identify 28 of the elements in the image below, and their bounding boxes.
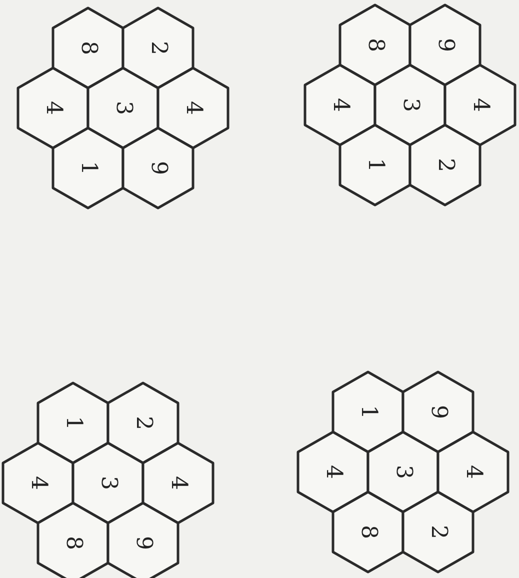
digit: 8 bbox=[60, 535, 87, 552]
digit: 8 bbox=[362, 37, 389, 54]
digit: 4 bbox=[467, 97, 494, 114]
digit: 4 bbox=[320, 464, 347, 481]
digit: 8 bbox=[355, 524, 382, 541]
digit: 2 bbox=[432, 157, 459, 174]
digit: 9 bbox=[432, 37, 459, 54]
digit: 3 bbox=[397, 97, 424, 114]
digit: 9 bbox=[130, 535, 157, 552]
digit: 4 bbox=[165, 475, 192, 492]
digit: 4 bbox=[460, 464, 487, 481]
digit: 4 bbox=[327, 97, 354, 114]
digit: 1 bbox=[362, 157, 389, 174]
digit: 1 bbox=[355, 404, 382, 421]
digit: 1 bbox=[60, 415, 87, 432]
digit: 2 bbox=[130, 415, 157, 432]
digit: 3 bbox=[95, 475, 122, 492]
digit: 8 bbox=[75, 40, 102, 57]
digit: 9 bbox=[425, 404, 452, 421]
digit: 1 bbox=[75, 160, 102, 177]
digit: 4 bbox=[40, 100, 67, 117]
digit: 2 bbox=[145, 40, 172, 57]
digit: 3 bbox=[390, 464, 417, 481]
digit: 3 bbox=[110, 100, 137, 117]
digit: 2 bbox=[425, 524, 452, 541]
digit: 9 bbox=[145, 160, 172, 177]
digit: 4 bbox=[180, 100, 207, 117]
digit: 4 bbox=[25, 475, 52, 492]
